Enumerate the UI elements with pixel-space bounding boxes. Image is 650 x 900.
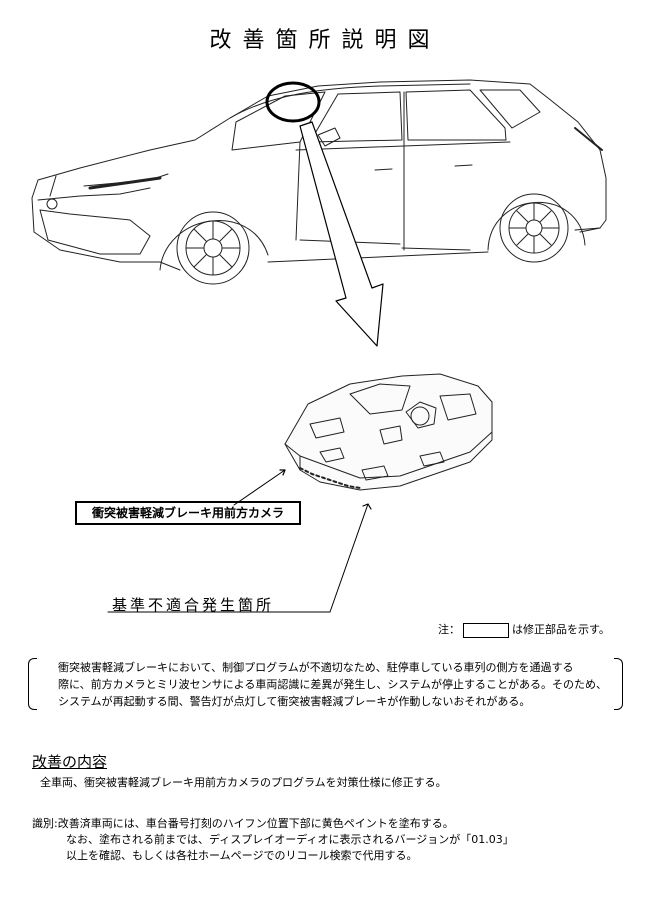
identification-details: なお、塗布される前までは、ディスプレイオーディオに表示されるバージョンが「01.… xyxy=(66,832,514,864)
pointer-arrow xyxy=(299,121,384,347)
description-line: 衝突被害軽減ブレーキにおいて、制御プログラムが不適切なため、駐停車している車列の… xyxy=(58,661,574,674)
identification-line: なお、塗布される前までは、ディスプレイオーディオに表示されるバージョンが「01.… xyxy=(66,833,514,846)
page-title: 改善箇所説明図 xyxy=(209,28,441,53)
description-line: システムが再起動する間、警告灯が点灯して衝突被害軽減ブレーキが作動しないおそれが… xyxy=(58,695,531,708)
identification-line: 以上を確認、もしくは各社ホームページでのリコール検索で代用する。 xyxy=(66,849,418,862)
improvement-heading: 改善の内容 xyxy=(32,753,108,771)
camera-location-circle xyxy=(265,81,321,123)
identification-first-line: 識別:改善済車両には、車台番号打刻のハイフン位置下部に黄色ペイントを塗布する。 xyxy=(32,815,454,831)
identification-line: 改善済車両には、車台番号打刻のハイフン位置下部に黄色ペイントを塗布する。 xyxy=(57,817,454,830)
issue-location-label: 基準不適合発生箇所 xyxy=(112,596,275,614)
right-bracket xyxy=(614,658,623,710)
improvement-text: 全車両、衝突被害軽減ブレーキ用前方カメラのプログラムを対策仕様に修正する。 xyxy=(40,776,447,789)
defect-description: 衝突被害軽減ブレーキにおいて、制御プログラムが不適切なため、駐停車している車列の… xyxy=(58,659,608,710)
front-camera-drawing xyxy=(284,373,493,491)
left-bracket xyxy=(28,658,37,710)
note-prefix: 注： xyxy=(438,623,460,636)
identification-label: 識別: xyxy=(32,817,58,830)
camera-label-box: 衝突被害軽減ブレーキ用前方カメラ xyxy=(75,501,301,525)
modified-part-swatch xyxy=(463,622,509,638)
description-line: 際に、前方カメラとミリ波センサによる車両認識に差異が発生し、システムが停止するこ… xyxy=(58,678,608,691)
issue-leader-line xyxy=(107,503,369,613)
note-suffix: は修正部品を示す。 xyxy=(512,623,610,636)
legend-note: 注： は修正部品を示す。 xyxy=(438,621,610,638)
